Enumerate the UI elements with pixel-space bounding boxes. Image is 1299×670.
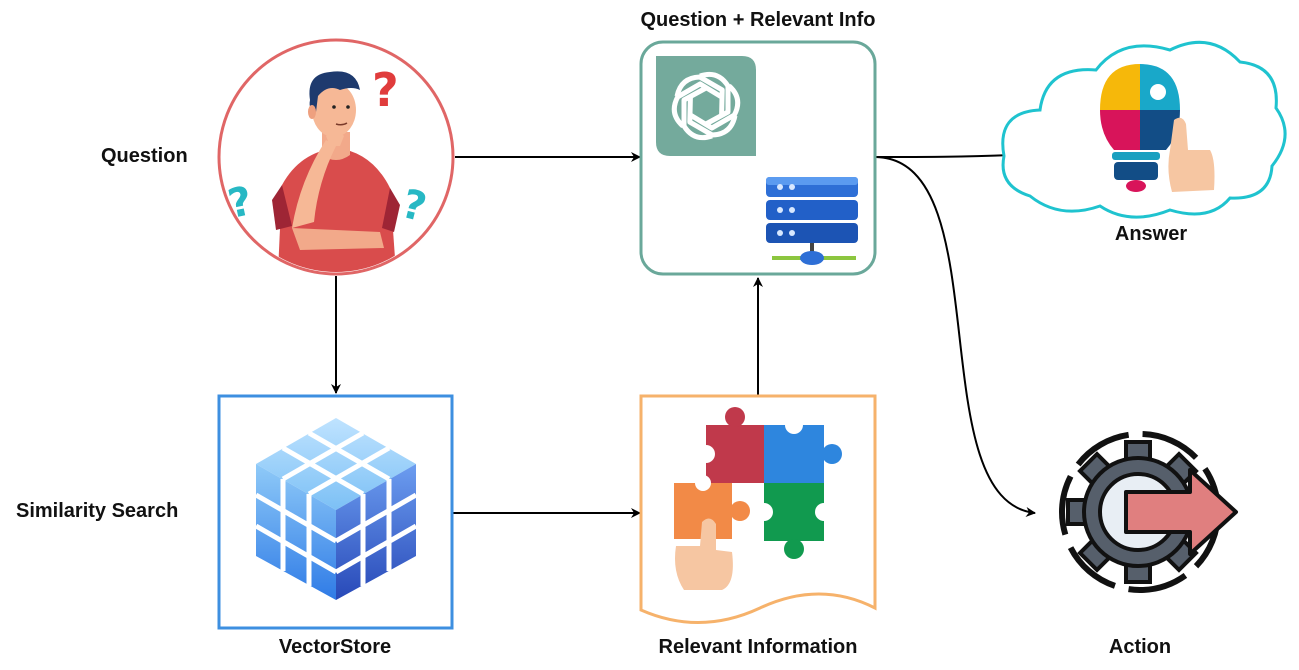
llm-node xyxy=(639,40,877,276)
thinking-person-icon: ? ? ? xyxy=(224,63,431,272)
question-node: ? ? ? xyxy=(217,38,455,276)
relevant-information-label: Relevant Information xyxy=(658,636,858,658)
arrow-llm-to-answer xyxy=(875,150,1013,161)
question-relevant-info-label: Question + Relevant Info xyxy=(640,9,876,31)
cube-grid-icon xyxy=(254,418,418,600)
puzzle-pieces-icon xyxy=(674,407,842,590)
action-node xyxy=(1059,431,1238,593)
openai-logo-icon xyxy=(656,56,756,156)
gear-arrow-icon xyxy=(1059,431,1238,593)
action-label: Action xyxy=(1108,636,1172,658)
answer-node xyxy=(1001,40,1287,219)
relevant-node xyxy=(639,394,877,624)
lightbulb-puzzle-icon xyxy=(1100,64,1215,192)
vectorstore-label: VectorStore xyxy=(278,636,392,658)
answer-label: Answer xyxy=(1114,223,1188,245)
similarity-search-label: Similarity Search xyxy=(16,500,179,522)
svg-text:?: ? xyxy=(372,63,399,117)
question-label: Question xyxy=(101,145,188,167)
arrow-llm-to-action xyxy=(875,156,1036,517)
connectors xyxy=(331,150,1036,518)
server-database-icon xyxy=(766,177,858,265)
vectorstore-node xyxy=(217,394,454,630)
